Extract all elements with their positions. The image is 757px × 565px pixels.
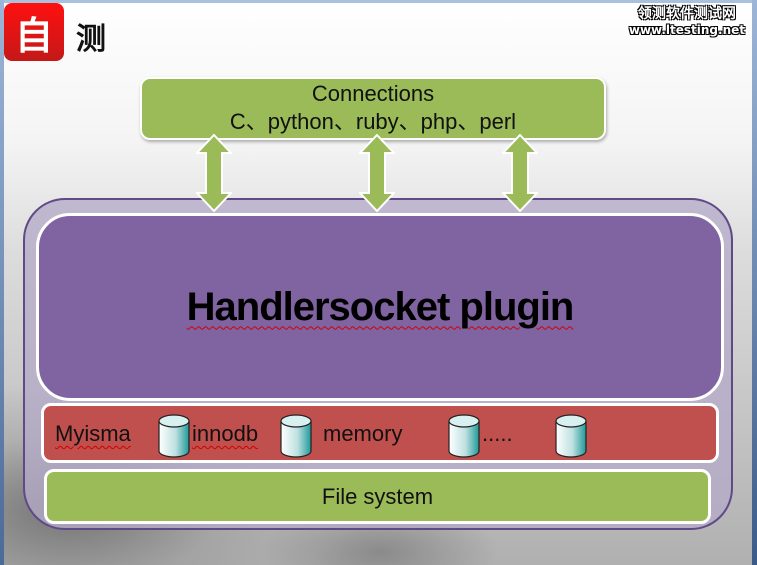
window-top-edge <box>0 0 757 3</box>
file-system-label: File system <box>321 483 434 509</box>
file-system-box: File system <box>44 469 711 524</box>
watermark-site-name: 领测软件测试网 <box>637 6 736 22</box>
watermark: 领测软件测试网 www.ltesting.net <box>629 6 745 38</box>
logo-badge: 自 <box>4 3 64 61</box>
window-left-edge <box>0 0 4 565</box>
watermark-url: www.ltesting.net <box>628 23 745 37</box>
bidirectional-arrow-icon <box>196 134 232 212</box>
connections-languages: C、python、ruby、php、perl <box>229 109 517 134</box>
handlersocket-plugin-box: Handlersocket plugin <box>36 213 724 401</box>
storage-engines-box: Myisma innodb memory ..... <box>41 403 719 463</box>
engine-label-innodb: innodb <box>192 421 259 446</box>
connections-title: Connections <box>311 81 435 106</box>
database-cylinder-icon <box>448 414 480 458</box>
database-cylinder-icon <box>158 414 190 458</box>
engine-label-memory: memory <box>323 421 403 446</box>
database-cylinder-icon <box>555 414 587 458</box>
connections-box: Connections C、python、ruby、php、perl <box>140 77 606 140</box>
engine-label-myisam: Myisma <box>55 421 131 446</box>
engine-label-more: ..... <box>482 421 513 446</box>
bidirectional-arrow-icon <box>502 134 538 212</box>
window-right-edge <box>752 0 757 565</box>
slide-title: 测 <box>76 22 106 57</box>
plugin-label: Handlersocket plugin <box>186 284 575 329</box>
bidirectional-arrow-icon <box>359 134 395 212</box>
database-cylinder-icon <box>280 414 312 458</box>
